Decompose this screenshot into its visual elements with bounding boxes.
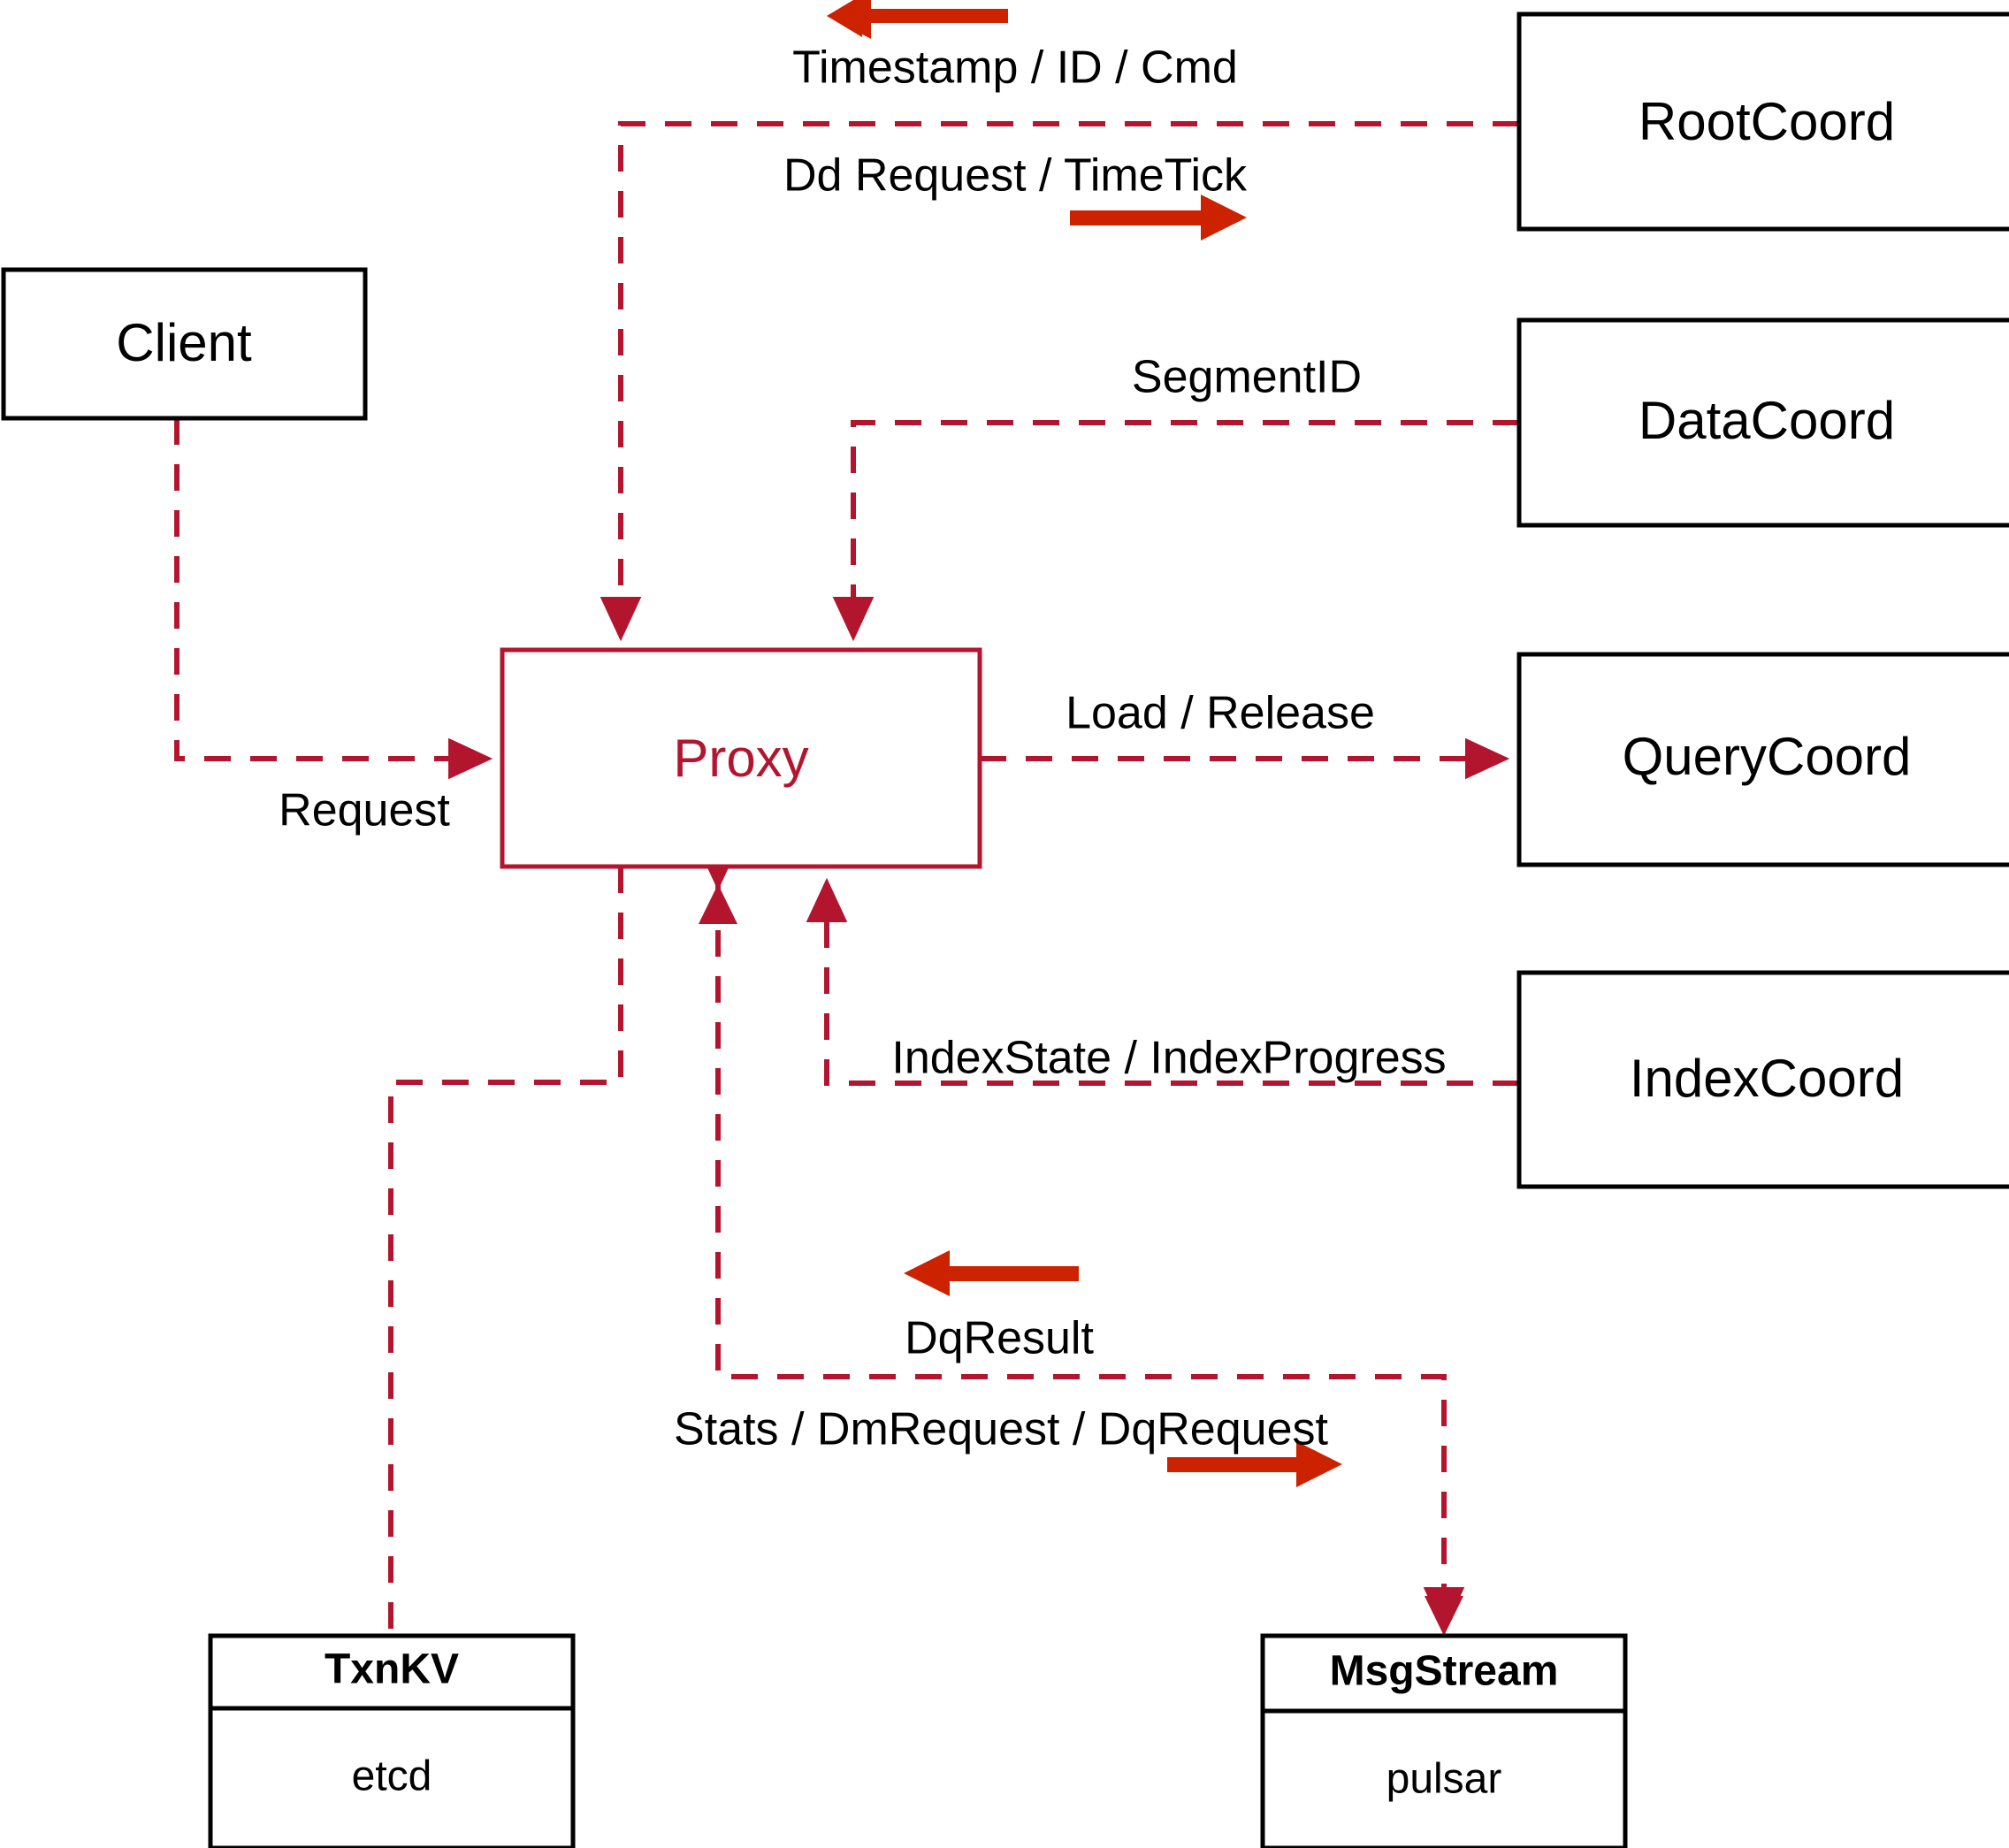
node-datacoord-label: DataCoord <box>1639 391 1895 450</box>
node-msgstream-impl: pulsar <box>1386 1756 1502 1803</box>
node-indexcoord[interactable]: IndexCoord <box>1516 970 2009 1189</box>
node-client[interactable]: Client <box>1 267 368 421</box>
direction-arrow-timestamp-left <box>827 0 1008 39</box>
node-querycoord-label: QueryCoord <box>1623 727 1912 786</box>
arrowhead-msgstream-down <box>1425 1596 1463 1636</box>
node-querycoord[interactable]: QueryCoord <box>1516 652 2009 867</box>
edge-label-dd-request-timetick: Dd Request / TimeTick <box>783 150 1248 202</box>
edge-label-dq-result: DqResult <box>905 1313 1094 1364</box>
node-indexcoord-label: IndexCoord <box>1630 1049 1904 1108</box>
edge-label-request: Request <box>279 785 450 836</box>
direction-arrow-stats-right <box>1167 1441 1342 1487</box>
node-msgstream[interactable]: MsgStream pulsar <box>1260 1633 1628 1848</box>
arrowhead-msgstream-up <box>699 884 737 924</box>
node-txnkv-label: TxnKV <box>325 1646 459 1693</box>
node-rootcoord[interactable]: RootCoord <box>1516 11 2009 232</box>
direction-arrow-dqresult-left <box>904 1250 1079 1296</box>
node-txnkv-impl: etcd <box>352 1753 432 1800</box>
edge-datacoord-proxy <box>832 420 1519 642</box>
node-datacoord[interactable]: DataCoord <box>1516 317 2009 528</box>
node-client-label: Client <box>116 313 252 372</box>
direction-arrow-ddrequest-right <box>1070 195 1247 241</box>
edge-proxy-txnkv <box>388 867 623 1636</box>
edge-label-index-state-progress: IndexState / IndexProgress <box>891 1033 1446 1084</box>
edge-client-proxy <box>174 418 493 780</box>
edge-label-timestamp-id-cmd: Timestamp / ID / Cmd <box>792 42 1238 94</box>
edge-proxy-msgstream <box>697 845 1465 1632</box>
node-proxy-label: Proxy <box>673 729 808 788</box>
edge-label-stats-dm-dq-request: Stats / DmRequest / DqRequest <box>674 1404 1328 1455</box>
edge-label-load-release: Load / Release <box>1066 688 1375 739</box>
edge-rootcoord-proxy <box>600 121 1519 642</box>
node-proxy[interactable]: Proxy <box>500 647 982 869</box>
edge-label-segment-id: SegmentID <box>1132 352 1362 403</box>
node-rootcoord-label: RootCoord <box>1639 92 1895 151</box>
node-msgstream-label: MsgStream <box>1330 1648 1559 1695</box>
node-txnkv[interactable]: TxnKV etcd <box>208 1633 576 1848</box>
